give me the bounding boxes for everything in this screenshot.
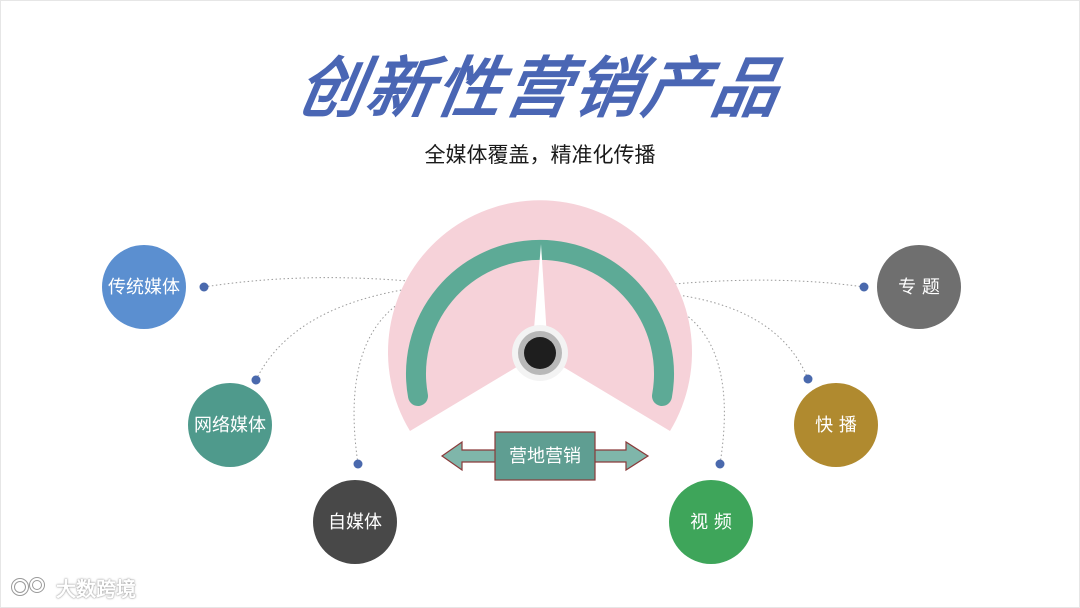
media-nodes: 传统媒体 网络媒体 自媒体 专 题 快 播 视 频 [102, 245, 961, 564]
node-topic: 专 题 [877, 245, 961, 329]
connector-dots [199, 282, 869, 469]
node-circle-express [794, 383, 878, 467]
connector-line-traditional [203, 277, 409, 288]
node-label-express: 快 播 [815, 415, 857, 436]
gauge-arc [406, 239, 674, 406]
node-circle-network [188, 383, 272, 467]
node-label-network: 网络媒体 [194, 415, 266, 436]
connector-dot-express [803, 374, 813, 384]
connector-line-self [353, 299, 405, 465]
node-traditional: 传统媒体 [102, 245, 186, 329]
connector-dot-network [251, 375, 261, 385]
node-network: 网络媒体 [188, 383, 272, 467]
node-circle-topic [877, 245, 961, 329]
gauge [388, 200, 692, 431]
connector-dot-traditional [199, 282, 209, 292]
node-circle-self [313, 480, 397, 564]
connector-dot-video [715, 459, 725, 469]
node-circle-traditional [102, 245, 186, 329]
node-label-video: 视 频 [690, 512, 732, 533]
page-subtitle: 全媒体覆盖，精准化传播 [424, 143, 656, 167]
node-self: 自媒体 [313, 480, 397, 564]
connector-lines [203, 277, 865, 465]
connector-dot-self [353, 459, 363, 469]
watermark-text: 大数跨境 [56, 576, 136, 601]
node-label-traditional: 传统媒体 [108, 277, 180, 298]
node-label-self: 自媒体 [328, 512, 382, 533]
center-arrow: 营地营销 [440, 431, 650, 481]
gauge-hub-inner [524, 337, 556, 369]
node-label-topic: 专 题 [898, 277, 940, 298]
logo-icon [11, 577, 45, 596]
node-express: 快 播 [794, 383, 878, 467]
connector-line-express [677, 294, 809, 380]
center-label-box [494, 431, 596, 481]
node-video: 视 频 [669, 480, 753, 564]
connector-dot-topic [859, 282, 869, 292]
node-circle-video [669, 480, 753, 564]
watermark: 大数跨境 [10, 572, 136, 602]
connector-line-network [255, 289, 403, 381]
center-label: 营地营销 [509, 446, 581, 467]
connector-line-video [681, 311, 725, 465]
connector-line-topic [673, 279, 865, 288]
